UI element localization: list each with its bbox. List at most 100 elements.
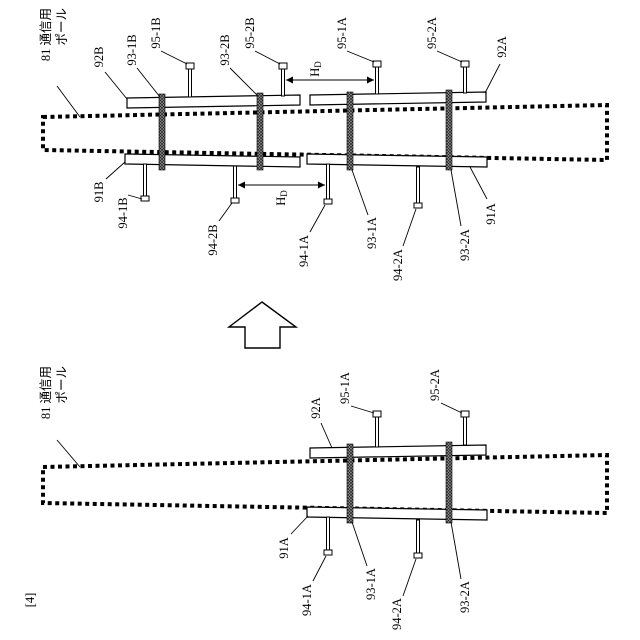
leader-93-1B xyxy=(137,68,160,97)
bolt-shaft xyxy=(234,166,237,198)
spacing-sub: D xyxy=(279,190,289,197)
bolt-head xyxy=(461,411,469,417)
bolt-head xyxy=(324,550,332,555)
leader-95-1B xyxy=(161,51,187,64)
bolt-shaft xyxy=(144,164,147,196)
leader-94-1A xyxy=(313,556,326,581)
figure-label: [4] xyxy=(23,593,37,608)
bolt-95-1A xyxy=(373,411,381,447)
bolt-head xyxy=(373,411,381,417)
label-93-2B: 93-2B xyxy=(218,34,232,65)
plate-91A xyxy=(307,507,487,520)
plate-92B xyxy=(127,95,300,108)
after-state-diagram: HD HD 81 通信用 ポール 92B 93-1B 95-1B 93-2B 9… xyxy=(39,8,607,281)
bolt-head xyxy=(231,198,239,203)
bolt-94-1A xyxy=(324,517,332,555)
spacing-label-lower: HD xyxy=(274,190,289,206)
pole-label-line2: ポール xyxy=(55,366,69,404)
bolt-94-1A xyxy=(324,164,332,204)
bolt-head xyxy=(324,199,332,204)
bolt-94-2B xyxy=(231,166,239,203)
leader-93-1A xyxy=(352,522,367,566)
leader-93-2A xyxy=(451,522,461,579)
label-91A: 91A xyxy=(484,203,498,225)
communication-pole-outline xyxy=(43,105,607,160)
bolt-head xyxy=(186,63,194,69)
spacing-main: H xyxy=(308,68,322,77)
label-94-2B: 94-2B xyxy=(206,224,220,255)
leader-94-2B xyxy=(219,203,232,221)
plate-92A xyxy=(310,92,486,105)
bolt-94-2A xyxy=(414,167,422,208)
communication-pole-outline xyxy=(43,455,607,513)
bolt-shaft xyxy=(327,164,330,199)
bolt-head xyxy=(141,196,149,201)
leader-94-2A xyxy=(403,559,416,596)
band-93-2B xyxy=(257,93,263,170)
bolt-head xyxy=(279,63,287,69)
leader-91B xyxy=(106,162,125,179)
band-93-1B xyxy=(159,94,165,170)
bolt-95-1A xyxy=(373,61,381,94)
label-92A: 92A xyxy=(495,36,509,58)
label-94-2A: 94-2A xyxy=(390,598,404,630)
label-94-1B: 94-1B xyxy=(116,197,130,228)
pole-label-line1: 81 通信用 xyxy=(39,8,53,61)
leader-91A xyxy=(291,516,308,534)
bolt-shaft xyxy=(327,517,330,550)
plate-91A xyxy=(307,154,487,167)
label-93-1A: 93-1A xyxy=(364,568,378,600)
leader-95-2A xyxy=(441,403,462,413)
label-95-1A: 95-1A xyxy=(338,372,352,404)
label-91B: 91B xyxy=(92,182,106,203)
label-94-2A: 94-2A xyxy=(391,249,405,281)
leader-91A xyxy=(470,167,487,199)
bolt-95-2B xyxy=(279,63,287,96)
band-93-1A xyxy=(347,444,353,523)
bolt-shaft xyxy=(417,520,420,553)
plate-91B xyxy=(125,154,300,167)
label-94-1A: 94-1A xyxy=(297,235,311,267)
bolt-head xyxy=(414,553,422,558)
spacing-main: H xyxy=(274,197,288,206)
label-95-2A: 95-2A xyxy=(428,369,442,401)
bolt-shaft xyxy=(282,69,285,96)
leader-pole xyxy=(57,440,80,467)
label-95-2B: 95-2B xyxy=(243,17,257,48)
bolt-95-2A xyxy=(461,411,469,445)
bolt-95-1B xyxy=(186,63,194,97)
bolt-head xyxy=(461,61,469,67)
band-93-1A xyxy=(347,92,353,170)
bolt-head xyxy=(373,61,381,67)
leader-95-2B xyxy=(255,51,280,64)
bolt-shaft xyxy=(417,167,420,203)
bolt-95-2A xyxy=(461,61,469,93)
leader-93-1A xyxy=(352,170,368,215)
bolt-shaft xyxy=(464,417,467,445)
label-93-2A: 93-2A xyxy=(458,229,472,261)
label-94-1A: 94-1A xyxy=(300,584,314,616)
leader-93-2A xyxy=(451,170,461,226)
label-95-1A: 95-1A xyxy=(335,17,349,49)
leader-92A xyxy=(485,64,500,93)
leader-93-2B xyxy=(230,68,258,96)
leader-92A xyxy=(321,423,332,448)
label-93-1A: 93-1A xyxy=(365,217,379,249)
bolt-head xyxy=(414,203,422,208)
bolt-94-2A xyxy=(414,520,422,558)
spacing-label-upper: HD xyxy=(308,61,323,77)
plate-92A xyxy=(310,445,486,458)
spacing-sub: D xyxy=(313,61,323,68)
label-91A: 91A xyxy=(277,537,291,559)
pole-label-line1: 81 通信用 xyxy=(39,366,53,419)
before-state-diagram: [4] 81 通信用 ポール 92A 95-1A 95-2A 91A 94-1A… xyxy=(23,366,607,630)
leader-95-2A xyxy=(437,51,462,62)
bolt-94-1B xyxy=(141,164,149,201)
bolt-shaft xyxy=(189,69,192,97)
label-92A: 92A xyxy=(309,397,323,419)
leader-pole xyxy=(57,86,80,117)
bolt-shaft xyxy=(464,67,467,93)
label-95-1B: 95-1B xyxy=(149,17,163,48)
leader-94-1A xyxy=(310,205,325,232)
